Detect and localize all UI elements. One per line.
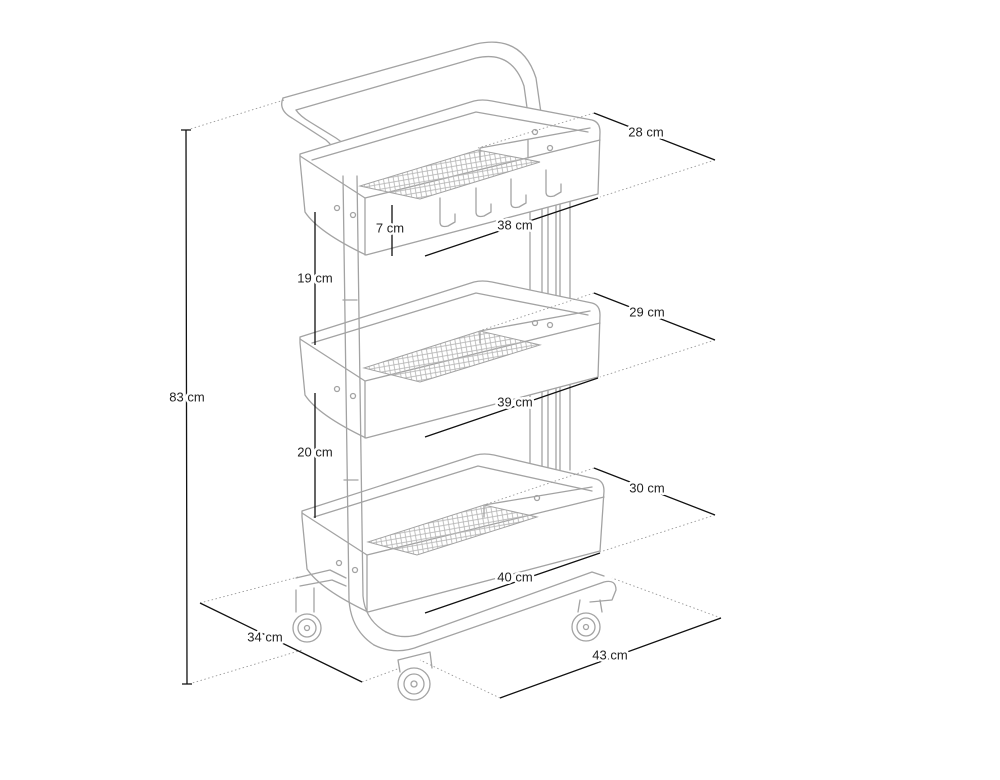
top-mesh (358, 149, 541, 200)
dim-label-base-width: 43 cm (592, 647, 627, 662)
dim-label-mid-depth: 29 cm (629, 304, 664, 319)
bottom-basket (301, 453, 605, 613)
top-basket (299, 99, 601, 256)
wheel-front (397, 651, 433, 701)
dim-label-basket-height: 7 cm (376, 220, 404, 235)
middle-basket (299, 280, 601, 439)
cart-outline (281, 41, 617, 701)
dim-line-total-height (181, 129, 192, 685)
dim-label-bottom-width: 40 cm (497, 569, 532, 584)
dim-line-mid-depth (593, 292, 716, 341)
front-pole (342, 175, 387, 646)
dim-label-top-depth: 28 cm (628, 124, 663, 139)
dim-line-top-depth (593, 112, 716, 161)
dim-label-top-gap: 19 cm (297, 270, 332, 285)
dim-label-total-height: 83 cm (169, 389, 204, 404)
wheel-left (292, 587, 322, 643)
middle-mesh (362, 330, 542, 383)
dim-line-top-width (424, 197, 599, 257)
dim-line-bottom-depth (593, 467, 716, 516)
wheel-right (571, 599, 603, 642)
dimension-labels: 83 cm 34 cm 43 cm 28 cm 38 cm 7 cm 19 cm… (167, 122, 667, 665)
dim-line-mid-width (424, 377, 599, 438)
dim-label-lower-gap: 20 cm (297, 444, 332, 459)
dim-label-mid-width: 39 cm (497, 394, 532, 409)
dim-line-bottom-width (424, 552, 601, 614)
dim-label-top-width: 38 cm (497, 217, 532, 232)
bottom-mesh (366, 504, 539, 556)
dim-label-bottom-depth: 30 cm (629, 480, 664, 495)
dim-line-base-width (499, 617, 722, 699)
hooks (439, 169, 562, 228)
dim-label-base-depth: 34 cm (247, 629, 282, 644)
dimension-lines (181, 112, 722, 699)
dim-line-base-depth (199, 602, 363, 683)
extension-lines (186, 99, 722, 699)
base-frame (295, 569, 617, 652)
